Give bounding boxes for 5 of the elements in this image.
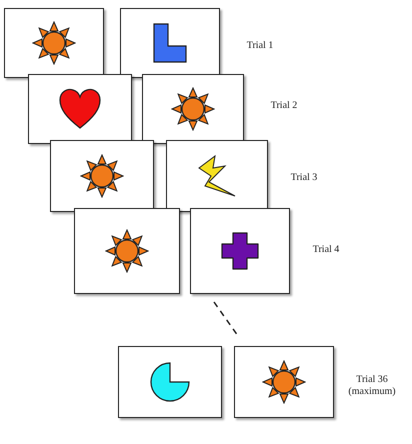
trial-label: Trial 36 (maximum) xyxy=(347,374,397,398)
trial-label: Trial 1 xyxy=(246,40,274,52)
trial-label: Trial 2 xyxy=(270,100,298,112)
trial-label: Trial 4 xyxy=(312,244,340,256)
trial-label: Trial 3 xyxy=(290,172,318,184)
